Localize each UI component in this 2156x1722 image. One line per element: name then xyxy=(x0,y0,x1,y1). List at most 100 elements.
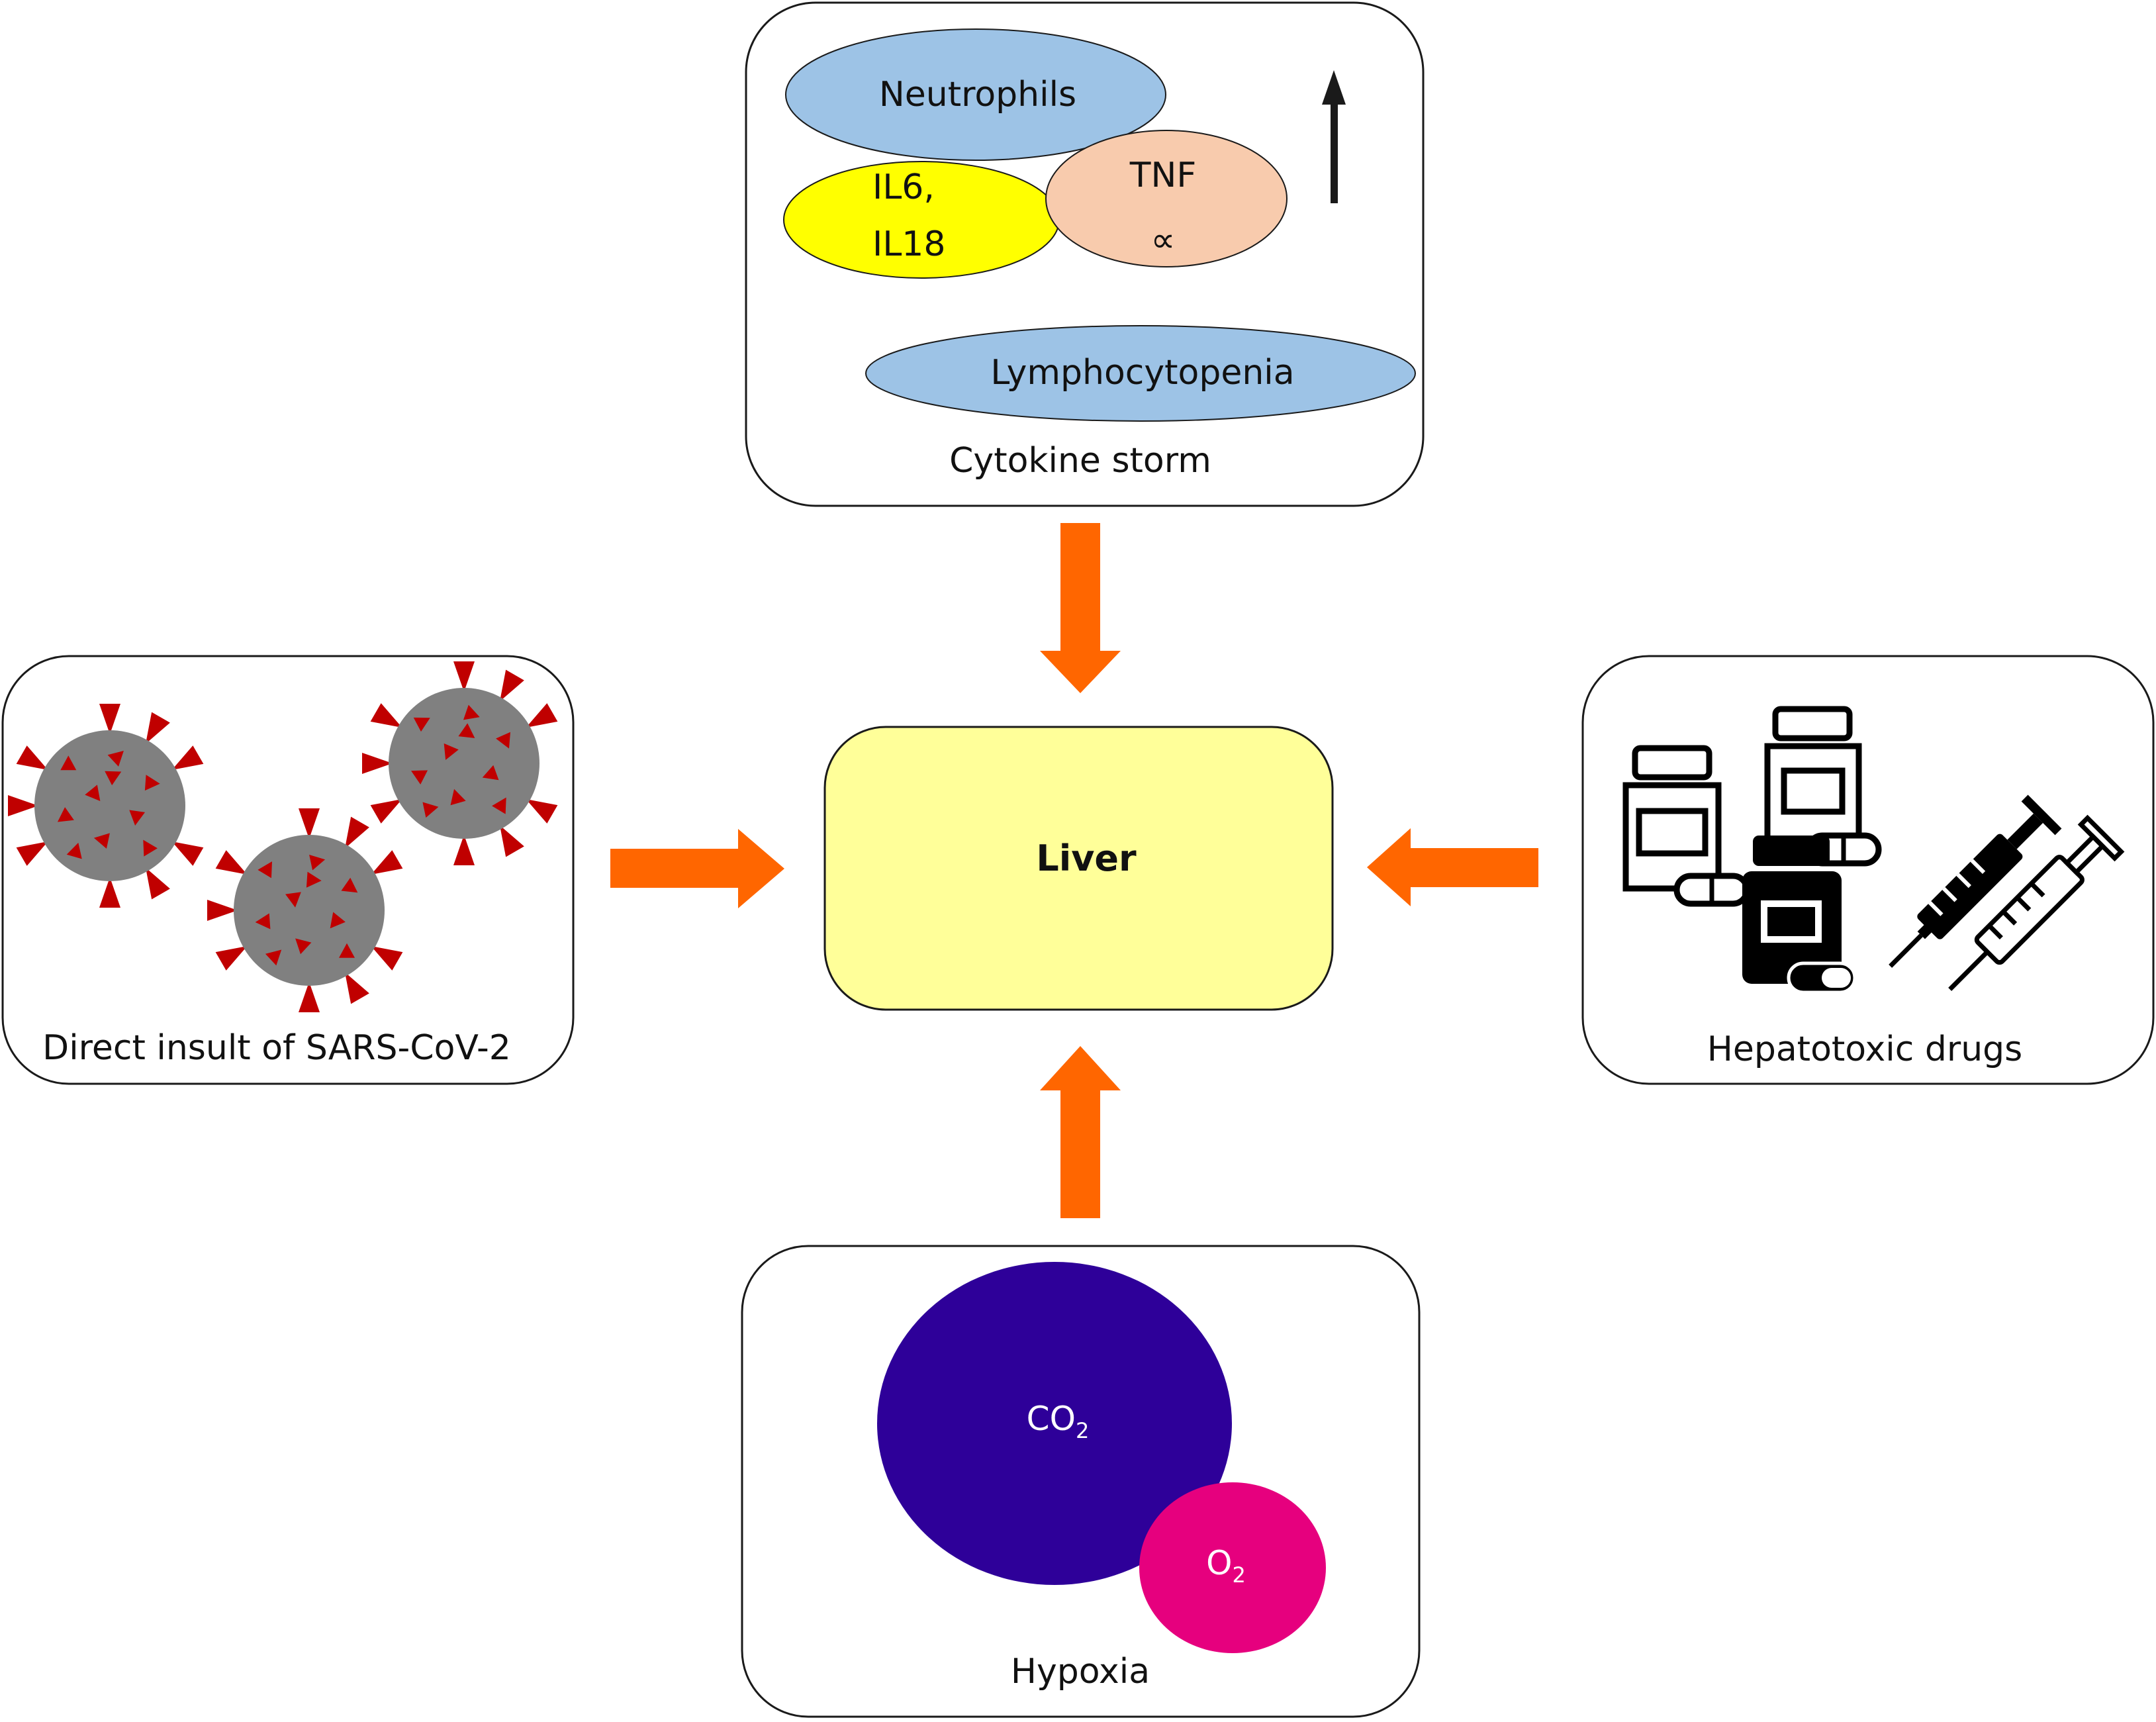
virus-spike xyxy=(171,745,204,770)
co2-label: CO2 xyxy=(1027,1400,1090,1443)
virus-spike xyxy=(526,799,558,824)
virus-spike xyxy=(453,661,475,692)
tnf-label-line1: TNF xyxy=(1129,156,1197,195)
virus-body xyxy=(389,688,539,839)
virus-icons xyxy=(8,661,558,1012)
virus-spike xyxy=(371,850,403,875)
lymphocytopenia-label: Lymphocytopenia xyxy=(990,353,1294,393)
virus-particle xyxy=(339,943,355,958)
cytokine-storm-panel: Neutrophils IL6, IL18 TNF ∝ Lymphocytope… xyxy=(745,1,1425,507)
virus-icon xyxy=(8,704,204,908)
virus-body xyxy=(234,835,385,986)
co2-ellipse xyxy=(877,1262,1232,1585)
virus-particle xyxy=(482,765,499,781)
virus-particle xyxy=(492,797,506,814)
virus-spike xyxy=(99,704,120,734)
virus-icon xyxy=(207,808,403,1012)
virus-particle xyxy=(295,938,312,955)
virus-particle xyxy=(107,751,124,767)
virus-particle xyxy=(458,723,475,738)
virus-particle xyxy=(66,842,82,859)
drugs-box xyxy=(1581,655,2155,1085)
capsule-icon xyxy=(1673,873,1750,907)
virus-particle xyxy=(143,839,158,857)
neutrophils-label: Neutrophils xyxy=(879,75,1076,115)
o2-base: O xyxy=(1206,1544,1232,1582)
virus-spike xyxy=(345,972,369,1004)
virus-spike xyxy=(299,808,320,839)
virus-spike xyxy=(16,745,48,770)
hypoxia-panel: CO2 O2 Hypoxia xyxy=(741,1245,1421,1718)
virus-particle xyxy=(265,949,282,966)
virus-particle xyxy=(105,771,122,786)
virus-particle xyxy=(255,913,271,930)
virus-particle xyxy=(463,704,480,720)
virus-particle xyxy=(129,810,146,826)
drugs-caption: Hepatotoxic drugs xyxy=(1707,1029,2023,1069)
virus-spike xyxy=(299,982,320,1012)
virus-spike xyxy=(215,850,248,875)
virus-spike xyxy=(500,825,524,857)
virus-particle xyxy=(93,833,110,849)
virus-spike xyxy=(345,816,369,849)
arrow-up-from-hypoxia xyxy=(1040,1046,1121,1218)
virus-particle xyxy=(411,770,428,785)
virus-spike xyxy=(370,703,402,728)
drugs-panel: Hepatotoxic drugs xyxy=(1581,655,2155,1085)
virus-particle xyxy=(144,775,160,791)
virus-body xyxy=(34,730,185,881)
virus-particle xyxy=(309,855,326,871)
arrow-left-from-drugs xyxy=(1367,828,1538,906)
virus-particle xyxy=(285,892,301,908)
virus-panel: Direct insult of SARS-CoV-2 xyxy=(1,655,575,1085)
syringe-icon xyxy=(1948,814,2125,991)
virus-particle xyxy=(444,743,459,760)
virus-spike xyxy=(207,900,238,921)
virus-spike xyxy=(500,669,524,702)
co2-subscript: 2 xyxy=(1076,1418,1089,1443)
virus-particle xyxy=(450,789,466,806)
virus-particle xyxy=(330,912,346,929)
virus-caption: Direct insult of SARS-CoV-2 xyxy=(42,1028,511,1068)
liver-label: Liver xyxy=(1036,837,1137,879)
virus-spike xyxy=(171,841,204,866)
virus-particle xyxy=(85,785,101,802)
liver-box xyxy=(823,726,1334,1011)
virus-spike xyxy=(146,712,170,744)
virus-particle xyxy=(258,861,272,879)
o2-label: O2 xyxy=(1206,1544,1246,1588)
virus-particle xyxy=(496,732,511,749)
il-label-line1: IL6, xyxy=(872,167,935,207)
arrow-down-from-cytokine xyxy=(1040,523,1121,693)
up-arrow-icon xyxy=(1322,70,1346,203)
virus-particle xyxy=(422,802,439,818)
il-label-line2: IL18 xyxy=(872,224,945,264)
lymphocytopenia-ellipse xyxy=(865,325,1416,422)
virus-spike xyxy=(453,835,475,865)
cytokine-storm-caption: Cytokine storm xyxy=(949,441,1211,481)
neutrophils-ellipse xyxy=(785,28,1166,161)
virus-spike xyxy=(362,753,393,774)
tnf-label-line2: ∝ xyxy=(1150,220,1175,260)
virus-spike xyxy=(370,799,402,824)
virus-spike xyxy=(371,946,403,971)
virus-particle xyxy=(60,755,77,771)
virus-spike xyxy=(526,703,558,728)
virus-spike xyxy=(146,867,170,900)
virus-particle xyxy=(57,807,74,822)
liver-node: Liver xyxy=(823,726,1334,1011)
o2-subscript: 2 xyxy=(1233,1562,1246,1588)
virus-spike xyxy=(215,946,248,971)
pill-bottle-icon xyxy=(1742,836,1857,994)
hypoxia-caption: Hypoxia xyxy=(1011,1652,1150,1692)
co2-base: CO xyxy=(1027,1400,1076,1438)
virus-icon xyxy=(362,661,558,865)
virus-particle xyxy=(306,871,322,888)
arrow-right-from-virus xyxy=(610,829,784,908)
virus-particle xyxy=(341,877,358,893)
virus-spike xyxy=(8,795,38,816)
virus-spike xyxy=(99,877,120,908)
virus-particle xyxy=(413,717,430,732)
o2-ellipse xyxy=(1139,1482,1326,1653)
